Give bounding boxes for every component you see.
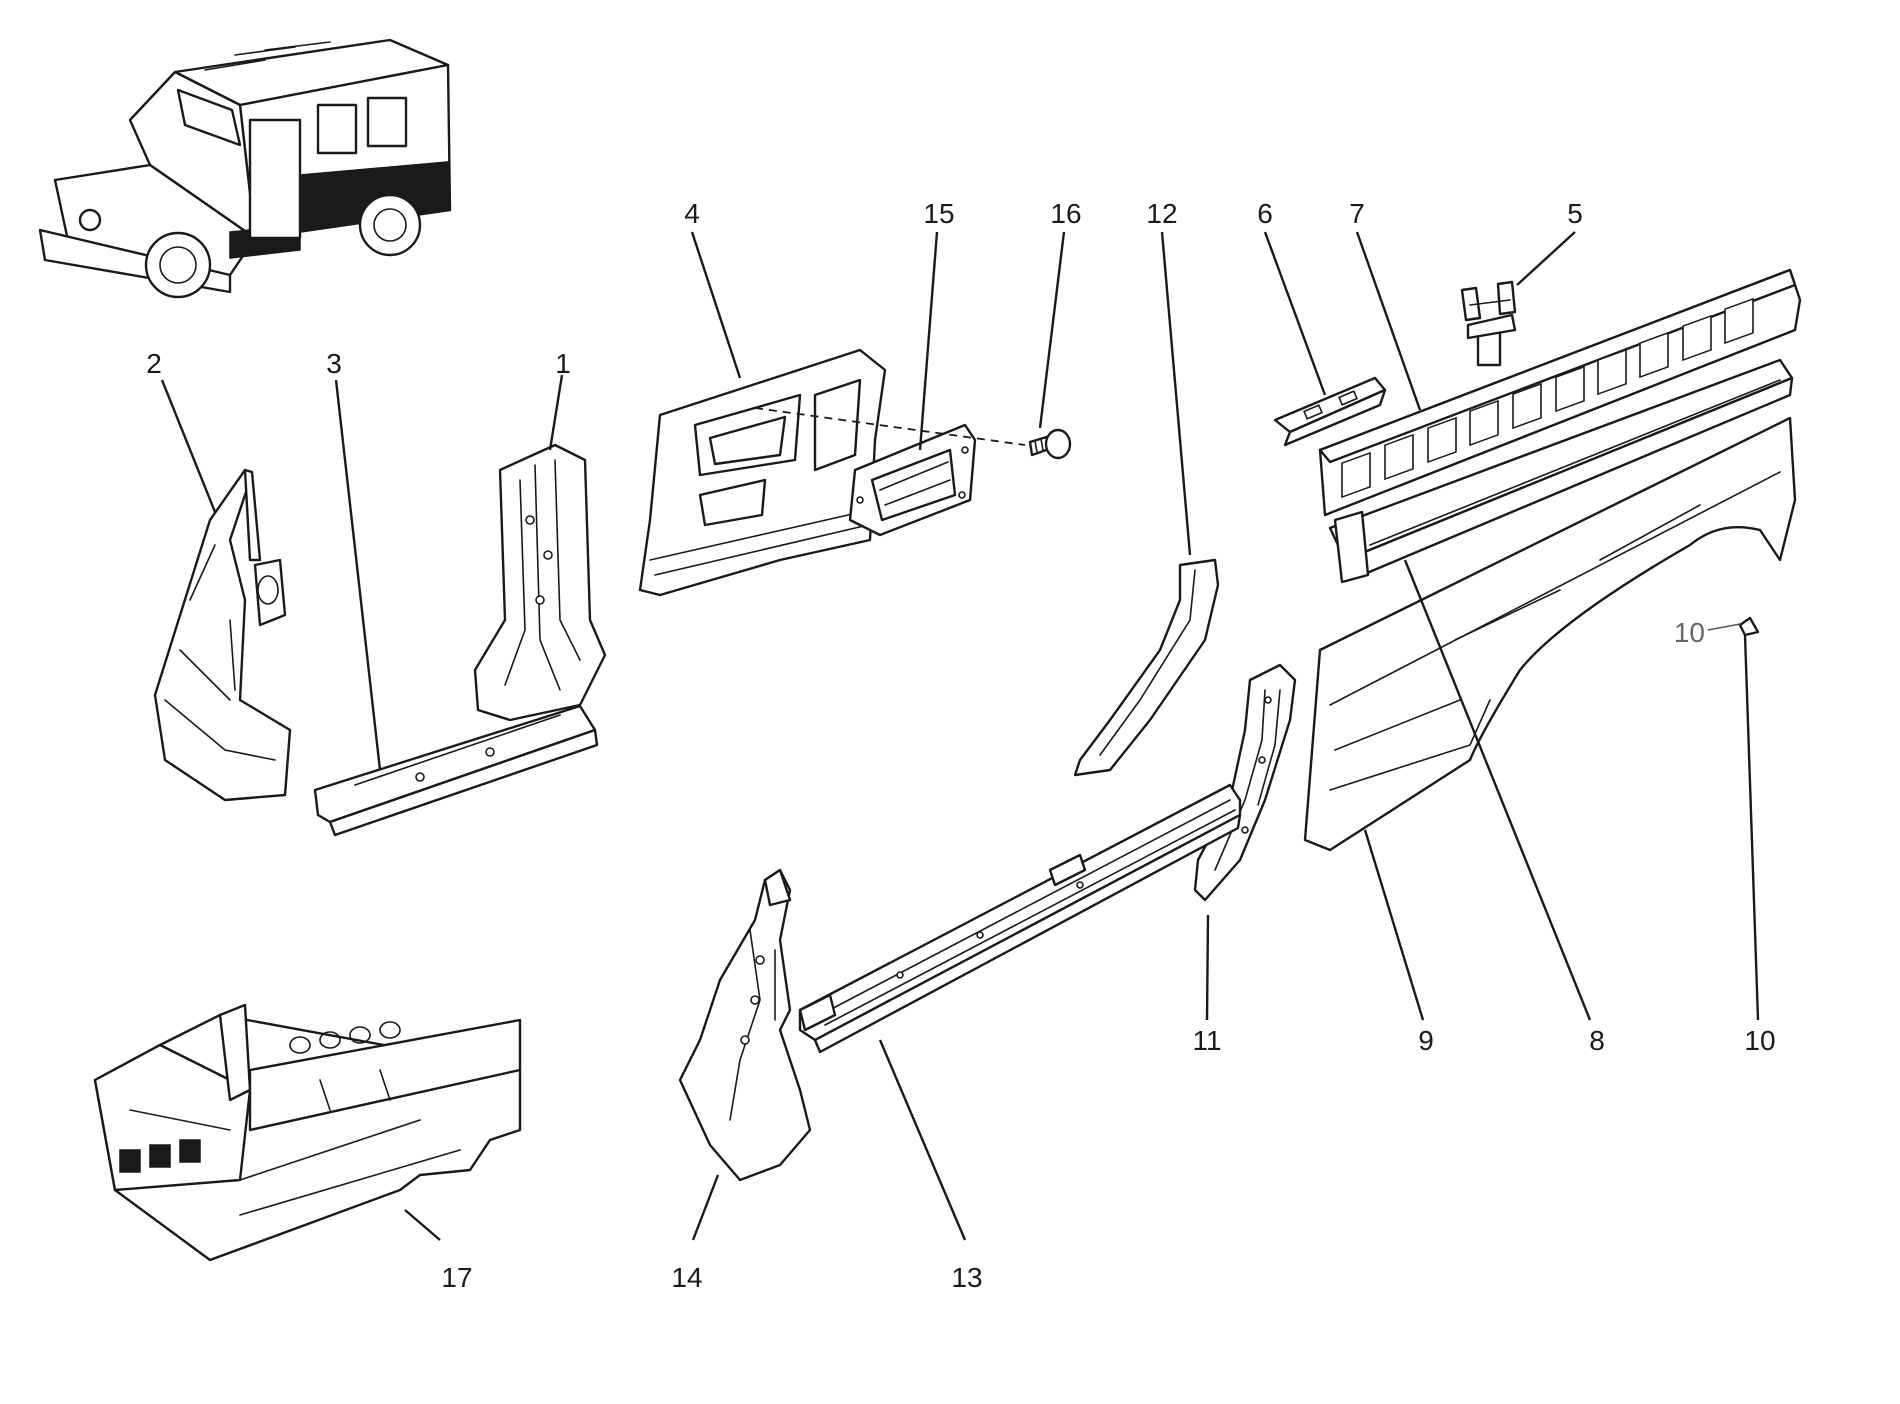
body-shell-rear-bay bbox=[289, 1021, 401, 1111]
callout-6: 6 bbox=[1257, 198, 1273, 229]
part-2-a-pillar bbox=[153, 468, 292, 802]
callout-13: 13 bbox=[951, 1262, 982, 1293]
part-1-b-pillar bbox=[473, 443, 607, 722]
leader-13 bbox=[878, 1039, 967, 1241]
part-15-access-cover bbox=[848, 423, 977, 537]
leader-12 bbox=[1160, 231, 1192, 556]
callout-7: 7 bbox=[1349, 198, 1365, 229]
leader-16 bbox=[1038, 231, 1066, 429]
leader-15 bbox=[918, 231, 939, 451]
part-9-rear-side-panel bbox=[1303, 416, 1797, 852]
callout-16: 16 bbox=[1050, 198, 1081, 229]
callout-2: 2 bbox=[146, 348, 162, 379]
callout-1: 1 bbox=[555, 348, 571, 379]
callout-4: 4 bbox=[684, 198, 700, 229]
part-12-wheel-arch-support bbox=[1073, 558, 1220, 777]
callout-5: 5 bbox=[1567, 198, 1583, 229]
leader-7 bbox=[1355, 231, 1422, 411]
leader-11 bbox=[1205, 914, 1210, 1021]
vehicle-reference-illustration bbox=[38, 38, 452, 299]
part-7-side-rail bbox=[1318, 268, 1802, 517]
part-14-front-inner-fender bbox=[678, 868, 812, 1182]
part-13-sill bbox=[798, 783, 1242, 1054]
leader-14 bbox=[691, 1174, 720, 1241]
leader-17 bbox=[404, 1209, 441, 1241]
leader-8 bbox=[1403, 559, 1592, 1021]
callout-15: 15 bbox=[923, 198, 954, 229]
part-11-c-pillar-lower bbox=[1193, 663, 1297, 902]
leader-9 bbox=[1363, 829, 1425, 1021]
callout-11: 11 bbox=[1192, 1025, 1221, 1056]
side-rail-cutouts bbox=[1341, 297, 1754, 499]
part-16-screw bbox=[1028, 428, 1072, 460]
callout-9: 9 bbox=[1418, 1025, 1434, 1056]
part-6-bracket bbox=[1273, 376, 1387, 447]
leader-3 bbox=[334, 379, 382, 771]
callout-3: 3 bbox=[326, 348, 342, 379]
part-17-body-shell bbox=[93, 1003, 522, 1262]
part-5-clip bbox=[1460, 280, 1517, 367]
leader-1 bbox=[548, 374, 564, 451]
part-10-plug bbox=[1738, 616, 1760, 637]
leader-lines bbox=[160, 231, 1760, 1241]
part-3-rocker-rail bbox=[313, 704, 599, 837]
callout-17: 17 bbox=[441, 1262, 472, 1293]
part-8-longitudinal-member bbox=[1328, 358, 1794, 584]
callout-10-secondary: 10 bbox=[1674, 617, 1705, 648]
leader-10 bbox=[1743, 634, 1760, 1021]
leader-5 bbox=[1516, 231, 1576, 286]
leader-4 bbox=[690, 231, 742, 379]
leader-10-secondary bbox=[1707, 623, 1741, 631]
part-4-rear-quarter-inner-panel bbox=[638, 348, 887, 597]
callout-8: 8 bbox=[1589, 1025, 1605, 1056]
callout-10: 10 bbox=[1744, 1025, 1775, 1056]
callout-12: 12 bbox=[1146, 198, 1177, 229]
callout-14: 14 bbox=[671, 1262, 702, 1293]
leader-6 bbox=[1263, 231, 1327, 396]
callout-labels: 1 2 3 4 5 6 7 8 9 10 10 11 12 13 14 15 1… bbox=[146, 198, 1775, 1293]
leader-2 bbox=[160, 379, 217, 513]
screw-alignment-dashed-line bbox=[754, 407, 1026, 446]
